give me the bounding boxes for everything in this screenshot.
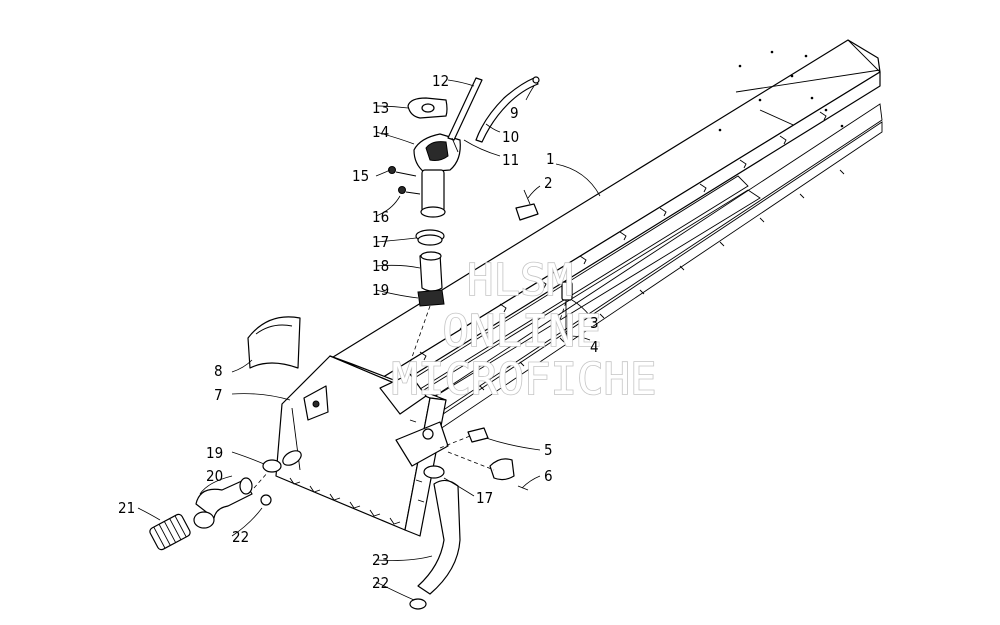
callout-15: 15: [352, 167, 369, 185]
callout-19-upper: 19: [372, 281, 389, 299]
callout-23: 23: [372, 551, 389, 569]
callout-labels: 1 2 3 4 5 6 7 8 9 10 11 12 13 14 15 16 1…: [118, 72, 599, 592]
callout-9: 9: [510, 104, 519, 122]
heat-shield-part-8: [247, 316, 301, 369]
watermark-line-2: ONLINE: [443, 306, 602, 357]
callout-22-bottom: 22: [372, 574, 389, 592]
callout-7: 7: [214, 386, 223, 404]
callout-6: 6: [544, 467, 553, 485]
watermark: HLSM ONLINE MICROFICHE: [391, 254, 658, 406]
callout-21: 21: [118, 499, 135, 517]
filler-neck-assembly: [388, 97, 461, 218]
callout-12: 12: [432, 72, 449, 90]
callout-13: 13: [372, 99, 389, 117]
watermark-line-3: MICROFICHE: [392, 354, 657, 405]
vent-hoses: [447, 76, 540, 153]
watermark-line-1: HLSM: [467, 255, 573, 306]
callout-2: 2: [544, 174, 553, 192]
callout-18: 18: [372, 257, 389, 275]
callout-8: 8: [214, 362, 223, 380]
rear-hose-part-23: [409, 465, 461, 610]
thermostat-parts-5-6: [467, 427, 529, 491]
callout-1: 1: [546, 150, 555, 168]
bleed-screw-part-2: [515, 189, 539, 221]
callout-14: 14: [372, 123, 389, 141]
callout-11: 11: [502, 151, 519, 169]
callout-17-lower: 17: [476, 489, 493, 507]
callout-3: 3: [590, 314, 599, 332]
hose-and-clamps: [415, 229, 445, 307]
leader-lines: [137, 79, 601, 601]
callout-10: 10: [502, 128, 519, 146]
callout-17-upper: 17: [372, 233, 389, 251]
bracket-parts-3-4: [561, 281, 573, 339]
callout-22-lower-left: 22: [232, 528, 249, 546]
callout-16: 16: [372, 208, 389, 226]
callout-4: 4: [590, 338, 599, 356]
callout-5: 5: [544, 441, 553, 459]
front-hose-group: [149, 459, 282, 551]
callout-20: 20: [206, 467, 223, 485]
callout-19-lower: 19: [206, 444, 223, 462]
